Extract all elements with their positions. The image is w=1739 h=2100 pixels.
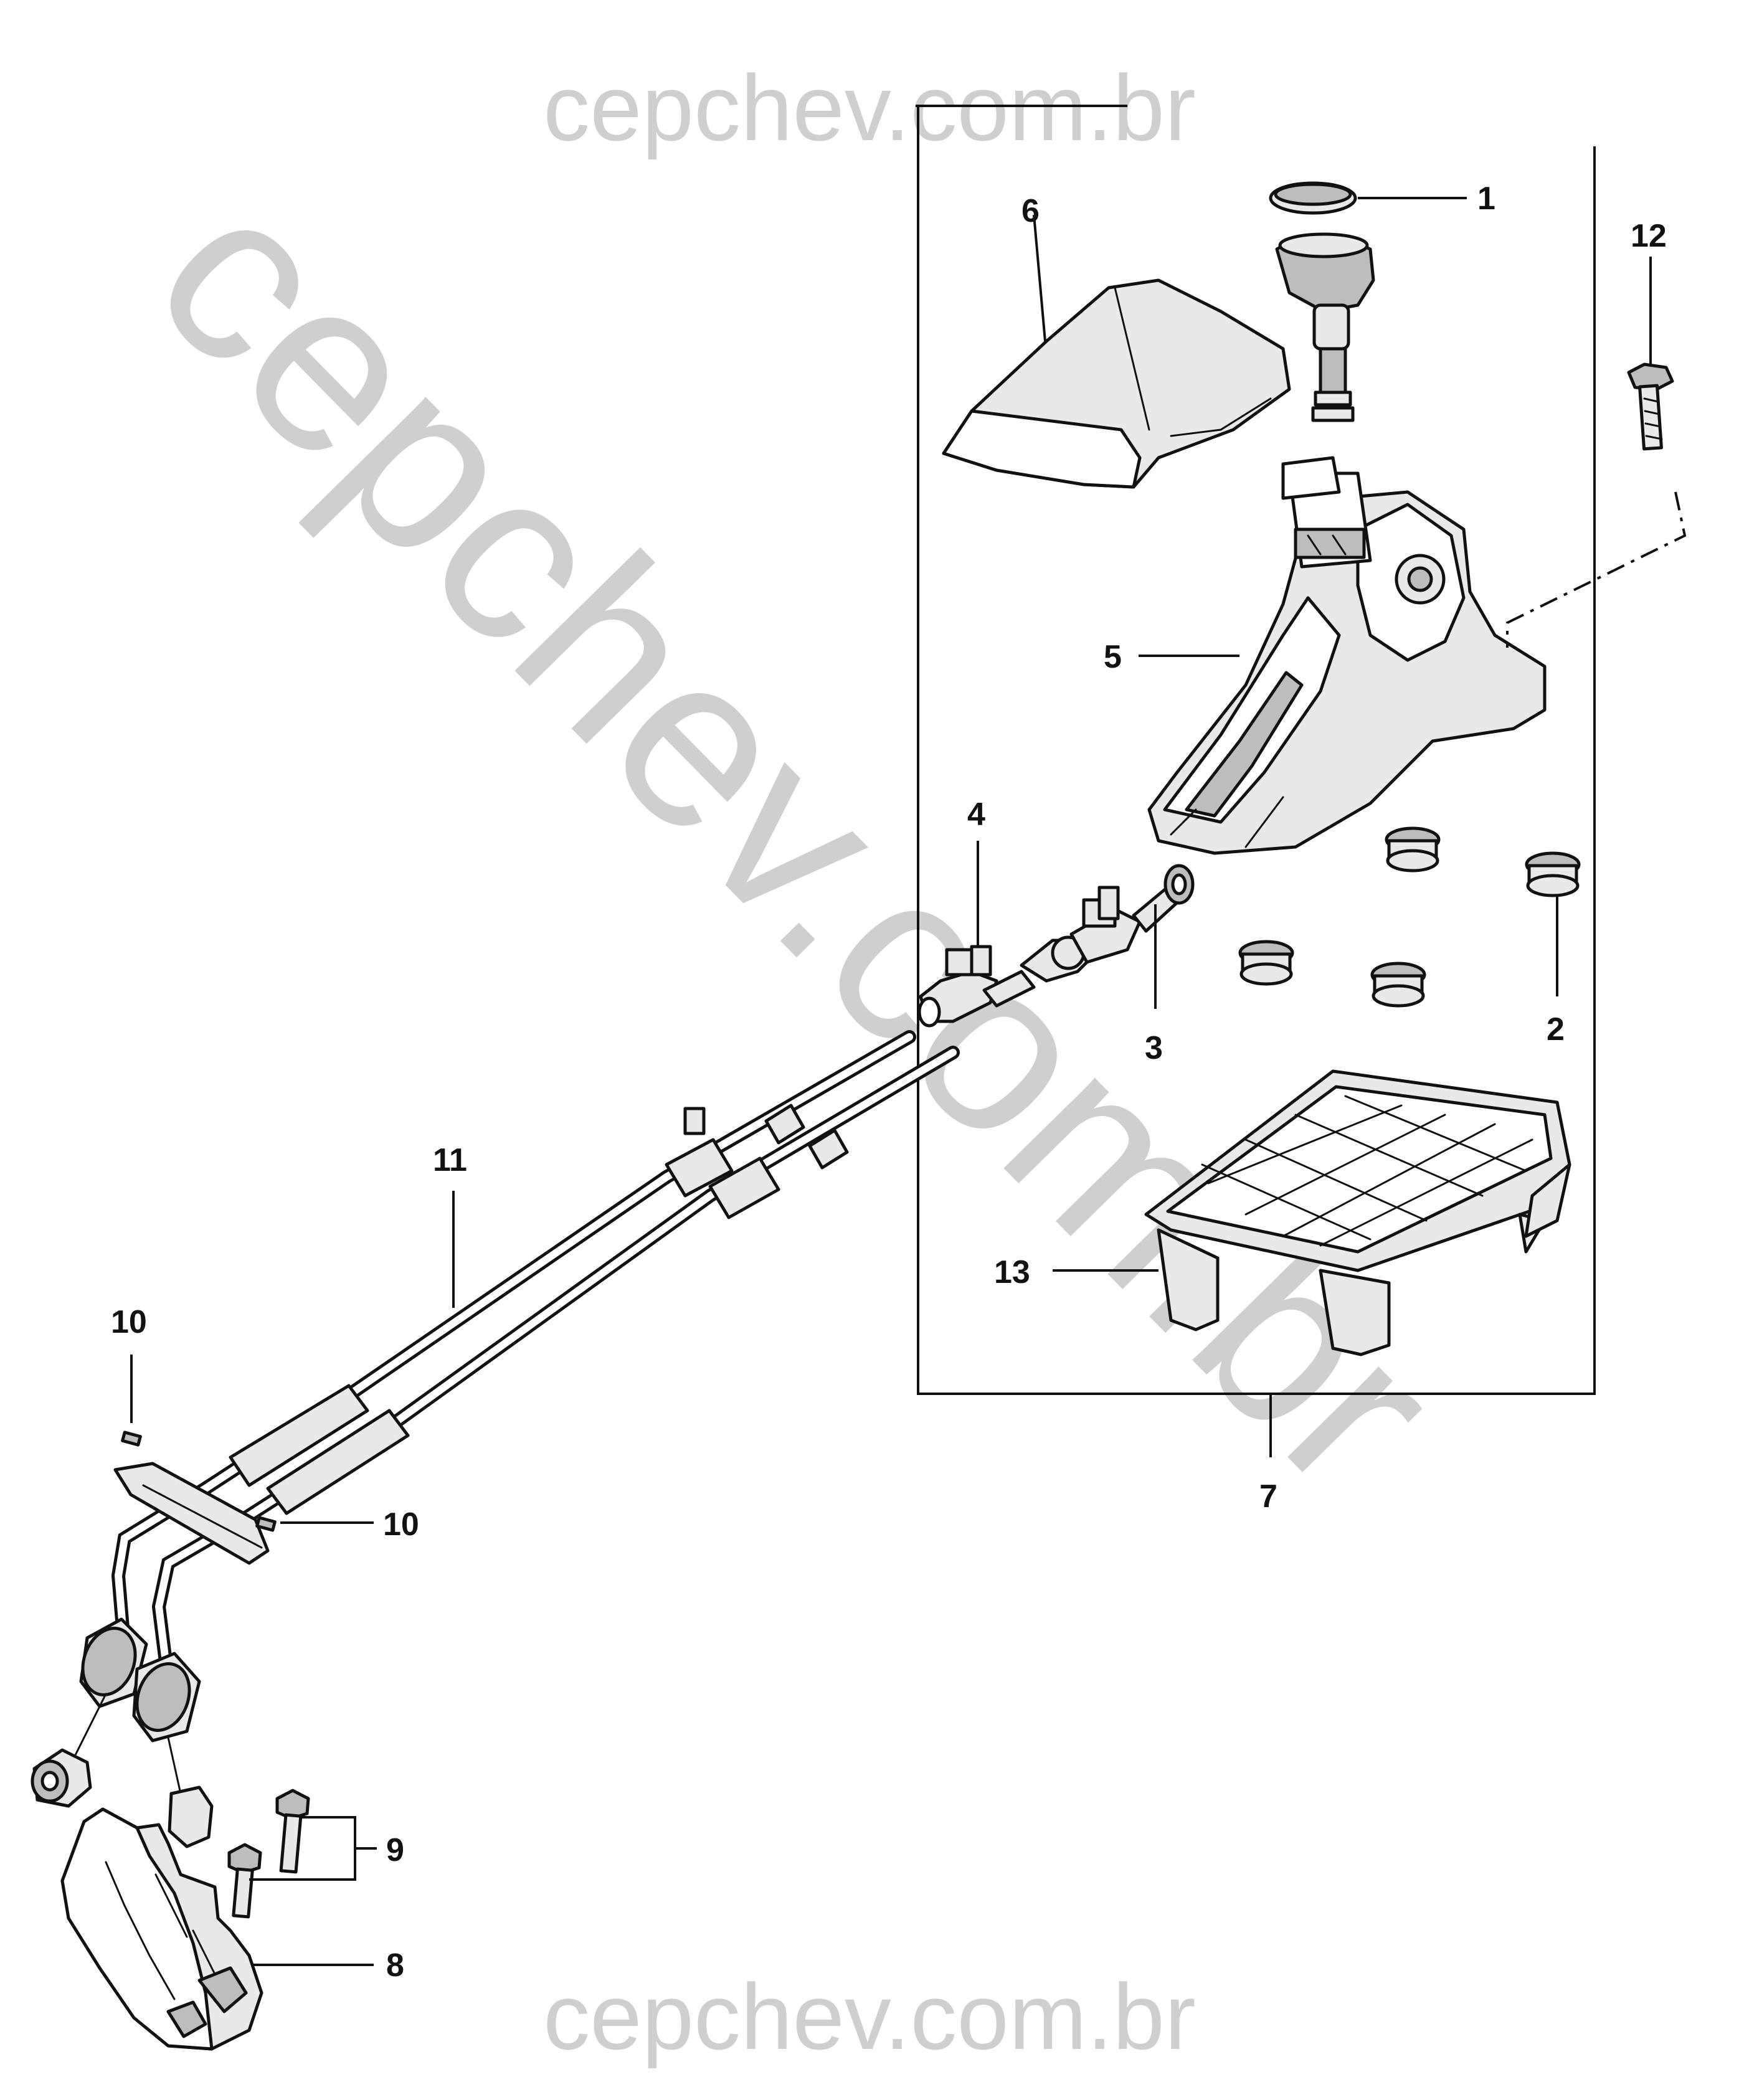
cable-end-linkage: [1020, 864, 1195, 983]
shifter-base-plate: [1144, 1069, 1571, 1356]
callout-11: 11: [433, 1142, 467, 1178]
shift-cables: [111, 1030, 960, 1688]
callout-6: 6: [1021, 193, 1040, 229]
callout-3: 3: [1145, 1030, 1163, 1066]
callout-4: 4: [967, 797, 985, 833]
watermark-bottom: cepchev.com.br: [543, 1964, 1196, 2069]
callout-5: 5: [1104, 639, 1122, 675]
callout-2: 2: [1547, 1011, 1565, 1048]
callout-10-upper: 10: [111, 1304, 147, 1340]
grommet: [1525, 851, 1581, 897]
callout-9: 9: [386, 1832, 404, 1868]
callout-12: 12: [1631, 218, 1667, 254]
grommet: [1370, 962, 1426, 1008]
retaining-clip-upper: [121, 1431, 142, 1447]
watermark-top: cepchev.com.br: [543, 55, 1196, 160]
cable-cross-bracket: [113, 1462, 270, 1565]
boot-cover: [942, 278, 1291, 489]
callout-7: 7: [1259, 1478, 1277, 1515]
cable-end-fittings: [31, 1617, 214, 1848]
shifter-housing: [1147, 232, 1547, 855]
grommet-group: [1238, 826, 1581, 1008]
callout-1: 1: [1477, 181, 1495, 217]
callout-10-lower: 10: [383, 1506, 419, 1543]
retaining-clip-lower: [255, 1516, 277, 1532]
bracket-bolts: [227, 1789, 310, 1919]
cable-clip: [917, 945, 1036, 1028]
grommet: [1385, 826, 1441, 873]
cable-bracket: [60, 1807, 263, 2051]
assembly-frame: [916, 105, 1596, 1457]
callout-8: 8: [386, 1947, 404, 1984]
mounting-bolt: [1627, 362, 1674, 451]
shift-knob-cap: [1269, 181, 1357, 215]
callout-13: 13: [994, 1254, 1030, 1290]
grommet: [1238, 940, 1294, 986]
